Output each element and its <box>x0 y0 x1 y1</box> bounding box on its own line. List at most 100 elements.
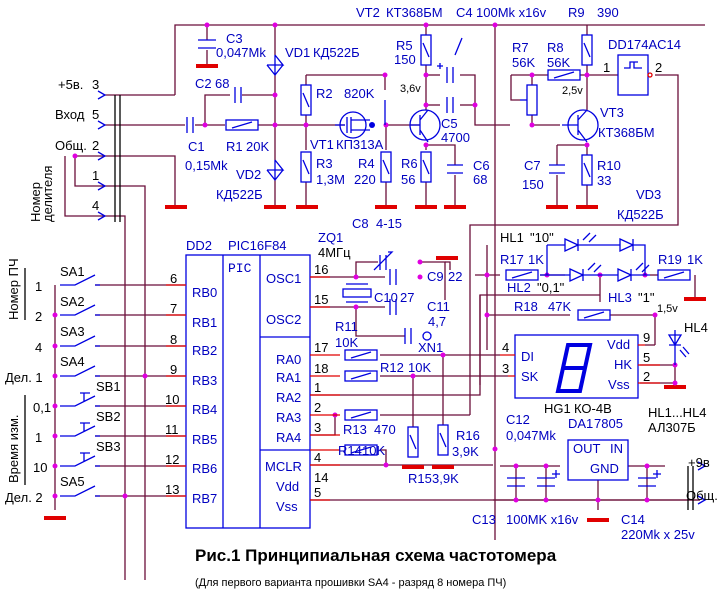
pin-label: +5в. <box>58 77 83 92</box>
group-label-meas-time: Время изм. <box>6 415 21 484</box>
c6-value: 68 <box>473 172 487 187</box>
vt3-value: КТ368БМ <box>598 125 655 140</box>
c1-ref: C1 <box>188 139 205 154</box>
r7-ref: R7 <box>512 40 529 55</box>
switches <box>60 274 100 497</box>
c1-value: 0,15Mk <box>185 158 228 173</box>
xn1-ref: XN1 <box>418 340 443 355</box>
resistor-r11 <box>344 349 378 361</box>
hl2-ref: HL2 <box>507 280 531 295</box>
r9-ref: R9 <box>568 5 585 20</box>
ground-icon <box>432 465 454 469</box>
da1-pin-gnd: GND <box>590 461 619 476</box>
r14-value: 10K <box>362 443 385 458</box>
svg-text:0,1: 0,1 <box>33 400 51 415</box>
vd2-value: КД522Б <box>216 187 263 202</box>
r15-value: 3,9K <box>432 471 459 486</box>
input-connector <box>97 90 107 221</box>
svg-text:16: 16 <box>314 262 328 277</box>
dd1-value: 74AC14 <box>634 37 681 52</box>
r17-ref: R17 <box>500 252 524 267</box>
connector-pin-icon <box>97 211 107 221</box>
svg-text:1: 1 <box>35 279 42 294</box>
resistor-r16 <box>437 424 449 456</box>
r2-ref: R2 <box>316 86 333 101</box>
vt3-ref: VT3 <box>600 105 624 120</box>
svg-text:18: 18 <box>314 361 328 376</box>
svg-text:RA1: RA1 <box>276 370 301 385</box>
capacitor-c9 <box>389 269 397 285</box>
vt2-ref: VT2 <box>356 5 380 20</box>
capacitor-c10 <box>389 299 397 315</box>
ground-icon <box>684 297 706 301</box>
led-wire <box>547 244 646 275</box>
svg-text:SA3: SA3 <box>60 324 85 339</box>
connector-pin-icon <box>97 120 107 130</box>
hl3-ref: HL3 <box>608 290 632 305</box>
svg-text:RB0: RB0 <box>192 285 217 300</box>
c5-ref: C5 <box>441 116 458 131</box>
transistor-vt3 <box>562 109 599 143</box>
hg1-pin-num: 4 <box>502 340 509 355</box>
r9-value: 390 <box>597 5 619 20</box>
r12-ref: R12 <box>380 360 404 375</box>
dd2-core: PIC <box>228 261 252 276</box>
junctions <box>52 22 678 503</box>
capacitor-c13 <box>537 470 560 487</box>
capacitor-c2 <box>234 87 242 103</box>
svg-text:RB3: RB3 <box>192 373 217 388</box>
group-label: Номер <box>28 182 43 222</box>
resistor-r17 <box>505 269 539 281</box>
hl4-ref: HL4 <box>684 320 708 335</box>
c7-ref: C7 <box>524 158 541 173</box>
connector-pin-icon <box>97 90 107 100</box>
resistor-r12 <box>344 370 378 382</box>
r1-ref: R1 <box>226 139 243 154</box>
leds-note-type: АЛ307Б <box>648 420 696 435</box>
diode-vd1 <box>266 54 285 77</box>
r4-value: 220 <box>354 172 376 187</box>
svg-text:Vss: Vss <box>276 499 298 514</box>
resistor-r8 <box>547 69 581 81</box>
resistor-r6 <box>420 151 432 183</box>
vt2-value: КТ368БМ <box>386 5 443 20</box>
ground-icon <box>44 516 66 520</box>
svg-text:OSC1: OSC1 <box>266 271 301 286</box>
resistor-r19 <box>657 269 691 281</box>
r4-ref: R4 <box>358 156 375 171</box>
resistor-r18 <box>577 309 611 321</box>
r14-ref: R14 <box>338 443 362 458</box>
r19-value: 1K <box>687 252 703 267</box>
microcontroller-dd2 <box>185 254 311 529</box>
svg-text:RB6: RB6 <box>192 461 217 476</box>
c5-value: 4700 <box>441 130 470 145</box>
r2-value: 820K <box>344 86 375 101</box>
resistor-r15 <box>407 426 419 458</box>
resistor-r13 <box>344 409 378 421</box>
r5-value: 150 <box>394 52 416 67</box>
pin-number: 5 <box>92 107 99 122</box>
r5-ref: R5 <box>396 38 413 53</box>
svg-text:SB2: SB2 <box>96 409 121 424</box>
svg-text:Vdd: Vdd <box>276 479 299 494</box>
svg-text:SA5: SA5 <box>60 474 85 489</box>
r13-value: 470 <box>374 422 396 437</box>
led-hl1 <box>564 232 597 253</box>
svg-text:RA3: RA3 <box>276 410 301 425</box>
hl3-value: "1" <box>638 290 655 305</box>
ground-icon <box>444 205 466 209</box>
da1-pin-in: IN <box>610 441 623 456</box>
da1-pin-out: OUT <box>573 441 601 456</box>
ground-icon <box>546 205 568 209</box>
hg1-ref: HG1 <box>544 401 571 416</box>
hg1-pin-num: 9 <box>643 330 650 345</box>
dd2-ref: DD2 <box>186 238 212 253</box>
xn1-terminal[interactable] <box>422 331 432 341</box>
capacitor-c7 <box>549 164 565 174</box>
hg1-pin-vdd: Vdd <box>607 337 630 352</box>
hg1-pin-sk: SK <box>521 369 539 384</box>
svg-text:8: 8 <box>170 332 177 347</box>
r18-value: 47K <box>548 299 571 314</box>
r17-value: 1K <box>528 252 544 267</box>
